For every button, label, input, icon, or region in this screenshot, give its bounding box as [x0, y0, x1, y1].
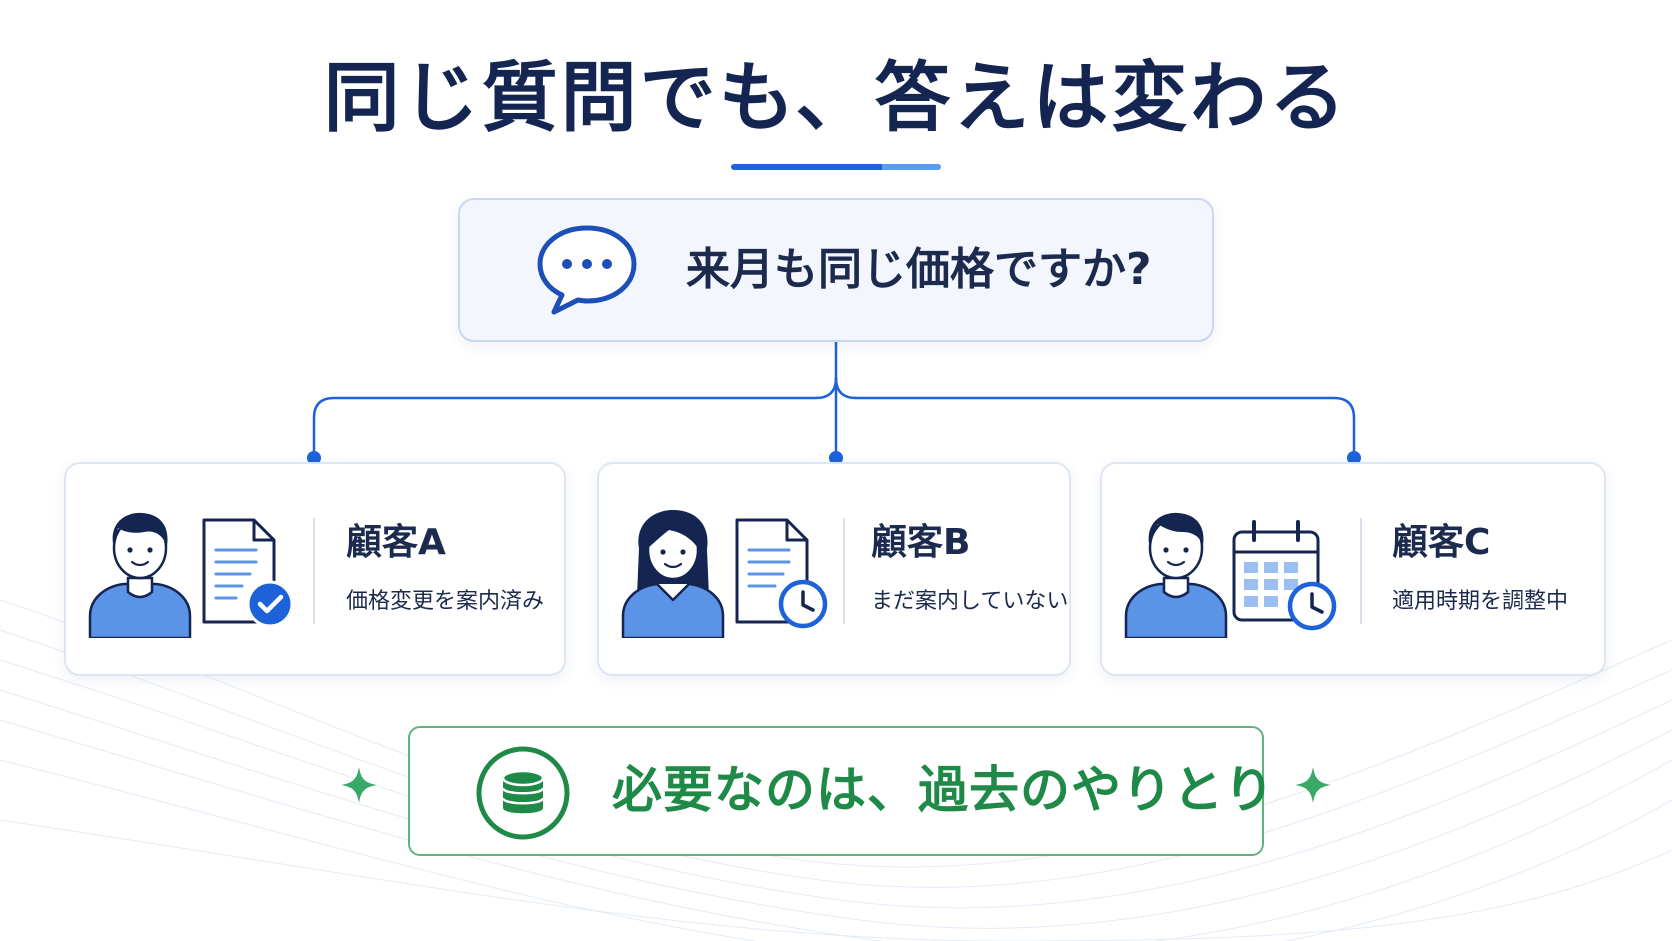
database-icon: [476, 746, 570, 840]
document-check-icon: [202, 518, 294, 628]
person-female-icon: [621, 510, 725, 638]
customer-status: 適用時期を調整中: [1392, 589, 1569, 614]
question-box: 来月も同じ価格ですか?: [458, 198, 1214, 342]
customer-name: 顧客C: [1392, 522, 1491, 563]
connector-trunk: [312, 340, 838, 458]
connector-dot-a: [307, 451, 321, 465]
connector-right: [834, 376, 1356, 458]
title-underline: [731, 164, 941, 170]
connector-dot-c: [1347, 451, 1361, 465]
card-divider: [843, 518, 845, 624]
customer-card-b: 顧客B まだ案内していない: [597, 462, 1071, 676]
connector-dot-b: [829, 451, 843, 465]
question-text: 来月も同じ価格ですか?: [686, 244, 1152, 295]
page-title: 同じ質問でも、答えは変わる: [323, 53, 1349, 142]
customer-status: 価格変更を案内済み: [346, 589, 545, 614]
conclusion-box: 必要なのは、過去のやりとり: [408, 726, 1274, 856]
customer-card-a: 顧客A 価格変更を案内済み: [64, 462, 566, 676]
sparkle-icon: [1295, 767, 1331, 803]
person-male-icon: [88, 512, 192, 638]
document-clock-icon: [735, 518, 828, 629]
customer-name: 顧客B: [871, 522, 971, 563]
sparkle-icon: [341, 767, 377, 803]
card-divider: [313, 518, 315, 624]
conclusion-text: 必要なのは、過去のやりとり: [612, 761, 1275, 819]
person-male-icon: [1124, 512, 1228, 638]
customer-name: 顧客A: [346, 522, 446, 563]
chat-bubble-icon: [537, 225, 637, 315]
calendar-clock-icon: [1232, 520, 1337, 631]
customer-card-c: 顧客C 適用時期を調整中: [1100, 462, 1606, 676]
customer-status: まだ案内していない: [871, 589, 1069, 614]
card-divider: [1360, 518, 1362, 624]
